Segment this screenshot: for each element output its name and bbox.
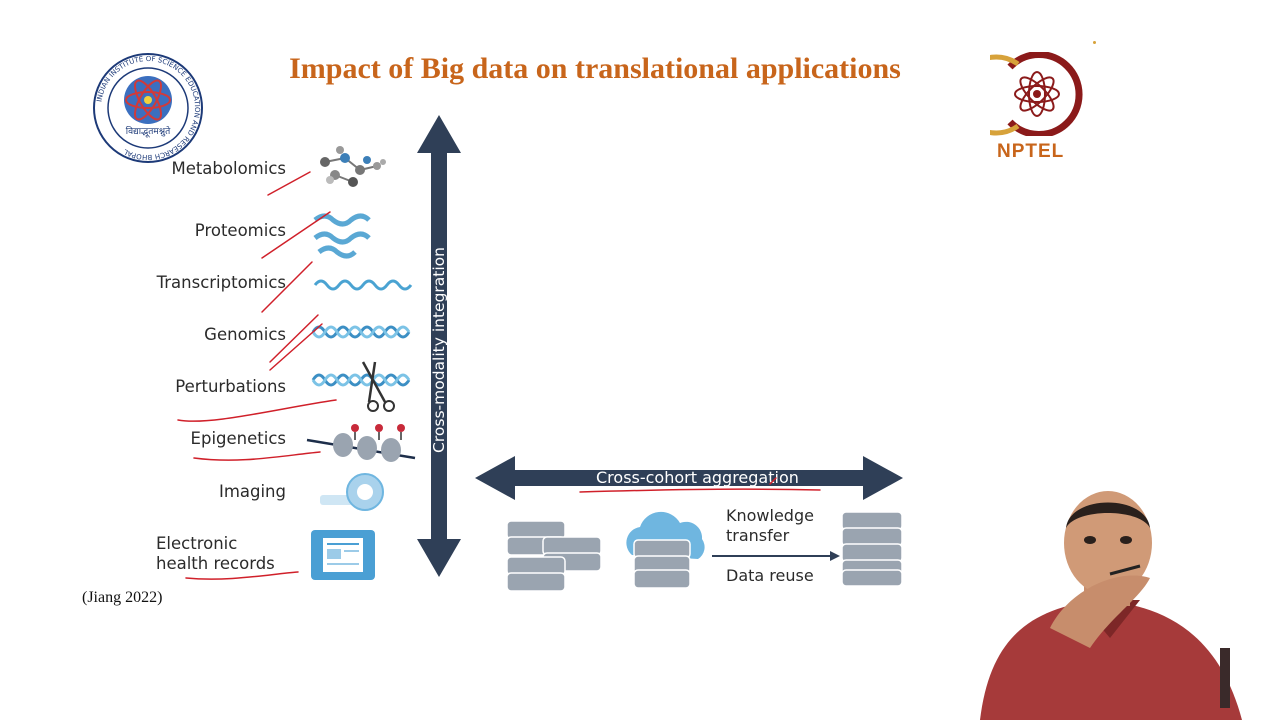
modality-label-proteomics: Proteomics	[194, 221, 286, 240]
molecule-icon	[320, 146, 386, 187]
modality-label-genomics: Genomics	[204, 325, 286, 344]
target-database-icon	[841, 511, 903, 587]
cross-modality-arrow	[417, 115, 461, 577]
scissors-dna-icon	[311, 361, 411, 412]
database-cluster-icon	[506, 520, 602, 592]
presenter-video	[980, 491, 1242, 720]
dna-icon	[311, 325, 411, 339]
slide-title: Impact of Big data on translational appl…	[289, 52, 901, 85]
modality-label-epigenetics: Epigenetics	[190, 429, 286, 448]
rna-icon	[313, 279, 413, 291]
nptel-label: NPTEL	[997, 141, 1065, 162]
cross-cohort-label: Cross-cohort aggregation	[596, 468, 799, 487]
nptel-logo	[990, 52, 1083, 136]
transfer-arrow	[712, 551, 840, 561]
scanner-icon	[320, 473, 384, 511]
institute-logo: विद्याद्भूतमश्नुते INDIAN INSTITUTE OF S…	[93, 53, 203, 163]
modality-label-metabolomics: Metabolomics	[171, 159, 286, 178]
modality-label-ehr: Electronic health records	[156, 534, 275, 573]
data-reuse-label: Data reuse	[726, 566, 814, 585]
cloud-database-icon	[626, 511, 705, 589]
modality-label-transcriptomics: Transcriptomics	[156, 273, 286, 292]
cross-cohort-arrow	[475, 456, 903, 500]
ink-annotations	[177, 171, 821, 580]
document-icon	[311, 530, 375, 580]
citation: (Jiang 2022)	[82, 589, 163, 606]
dot	[1093, 41, 1096, 44]
institute-motto: विद्याद्भूतमश्नुते	[126, 125, 171, 138]
knowledge-transfer-label: Knowledge transfer	[726, 506, 814, 545]
modality-label-imaging: Imaging	[218, 482, 286, 501]
modality-label-perturbations: Perturbations	[175, 377, 286, 396]
nucleosome-icon	[306, 424, 416, 462]
modality-icons	[306, 146, 416, 580]
